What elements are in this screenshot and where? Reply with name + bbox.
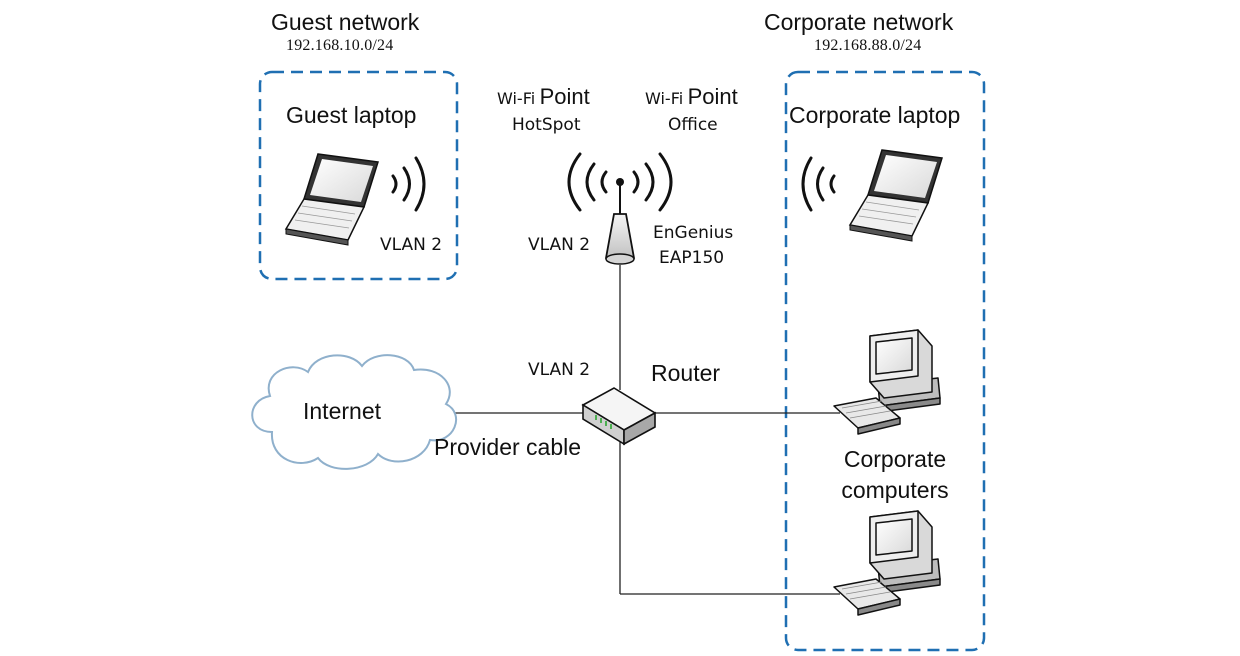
ap-vlan-label: VLAN 2: [528, 235, 591, 255]
corporate-laptop-wifi-waves-icon: [801, 156, 836, 212]
ssid-office-prefix: Wi-Fi: [645, 89, 684, 108]
internet-cloud-icon: [251, 354, 458, 470]
router-icon: [581, 387, 657, 446]
ssid-hotspot-word: Point: [539, 84, 590, 109]
corporate-laptop-label: Corporate laptop: [789, 102, 961, 128]
ssid-office-word: Point: [687, 84, 738, 109]
ssid-office-name: Office: [668, 115, 718, 135]
router-vlan-label: VLAN 2: [528, 360, 591, 380]
guest-laptop-label: Guest laptop: [286, 102, 417, 128]
corporate-network-subnet: 192.168.88.0/24: [814, 37, 922, 54]
corporate-computer-2-icon: [833, 510, 941, 616]
access-point-icon: [605, 178, 635, 265]
access-point-wifi-waves-icon: [567, 152, 673, 212]
guest-laptop-wifi-waves-icon: [391, 156, 426, 212]
router-label: Router: [651, 360, 721, 386]
guest-vlan-label: VLAN 2: [380, 235, 443, 255]
provider-cable-label: Provider cable: [434, 434, 582, 460]
guest-laptop-icon: [284, 153, 379, 246]
internet-label: Internet: [303, 398, 381, 424]
ssid-hotspot-title: Wi-Fi Point: [497, 86, 590, 108]
ap-model-line2: EAP150: [659, 248, 725, 268]
corporate-computers-label-line2: computers: [841, 477, 949, 503]
connection-lines: [452, 265, 840, 595]
corporate-network-boundary: [784, 70, 986, 652]
corporate-computer-1-icon: [833, 329, 941, 435]
guest-network-title: Guest network: [271, 9, 420, 35]
corporate-network-title: Corporate network: [764, 9, 954, 35]
corporate-computers-label-line1: Corporate: [843, 446, 947, 472]
guest-network-boundary: [258, 70, 459, 281]
ssid-office-title: Wi-Fi Point: [645, 86, 738, 108]
ssid-hotspot-prefix: Wi-Fi: [497, 89, 536, 108]
corporate-laptop-icon: [848, 149, 943, 242]
ap-model-line1: EnGenius: [653, 223, 734, 243]
guest-network-subnet: 192.168.10.0/24: [286, 37, 394, 54]
ssid-hotspot-name: HotSpot: [512, 115, 581, 135]
